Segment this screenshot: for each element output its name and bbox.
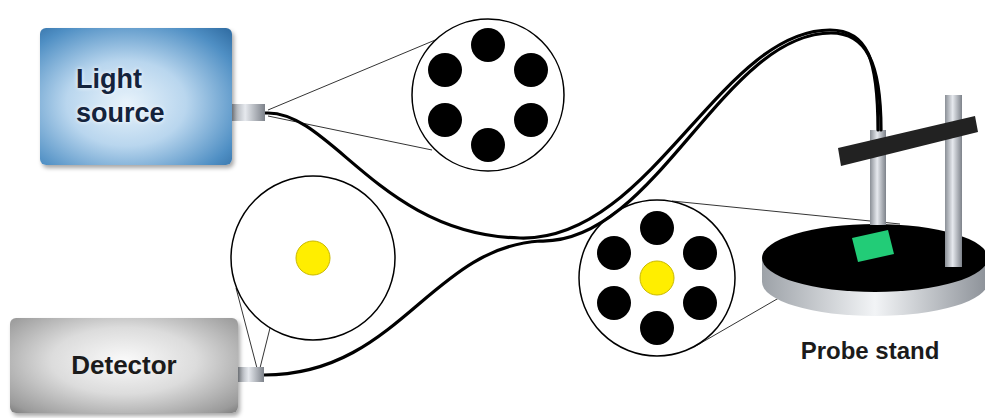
probe-stand-node: Probe stand: [760, 130, 980, 370]
fibre-cable: [232, 30, 878, 238]
read-fibre-callout: [231, 176, 395, 340]
detector-port: [236, 367, 264, 382]
fibre-bundle-callout: [412, 19, 564, 171]
node-label: Light source: [76, 63, 196, 131]
detector-box: Detector: [10, 318, 238, 413]
light-source-box: Light source: [40, 28, 232, 165]
node-label: Probe stand: [801, 336, 940, 366]
node-label: Detector: [71, 349, 176, 382]
probe-stand: [762, 95, 985, 316]
fibre-cable: [238, 33, 881, 375]
source-port: [229, 104, 265, 121]
